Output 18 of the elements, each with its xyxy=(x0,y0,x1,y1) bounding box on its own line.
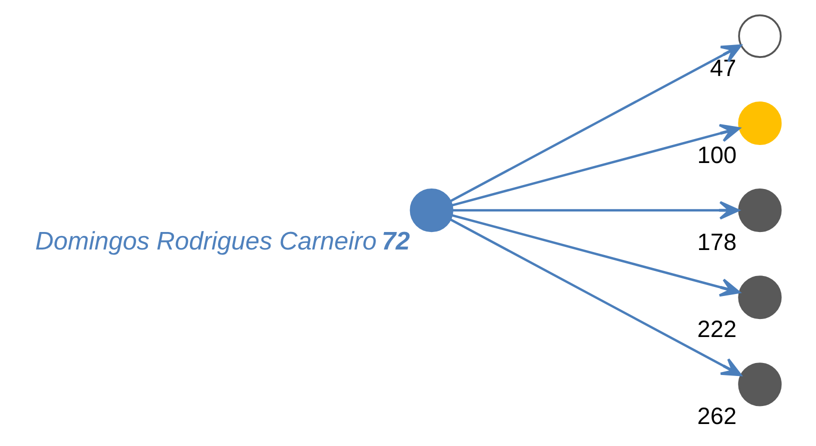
node-label: 72 xyxy=(382,228,410,256)
node-circle xyxy=(738,14,782,58)
node-label: 262 xyxy=(697,403,737,430)
node-circle xyxy=(738,276,782,320)
node-circle xyxy=(738,362,782,406)
node-label: 222 xyxy=(697,316,737,342)
arrow xyxy=(450,218,742,376)
arrow xyxy=(452,200,740,220)
node-label: 178 xyxy=(697,229,737,256)
arrow xyxy=(450,44,742,202)
node-label: 47 xyxy=(710,54,736,81)
node-label: 100 xyxy=(697,142,737,168)
node-label: Domingos Rodrigues Carneiro xyxy=(35,228,377,256)
node-circle xyxy=(738,188,782,232)
node-circle xyxy=(738,101,782,145)
arrow xyxy=(452,214,740,297)
node-circle xyxy=(410,188,454,232)
arrow xyxy=(452,124,740,206)
